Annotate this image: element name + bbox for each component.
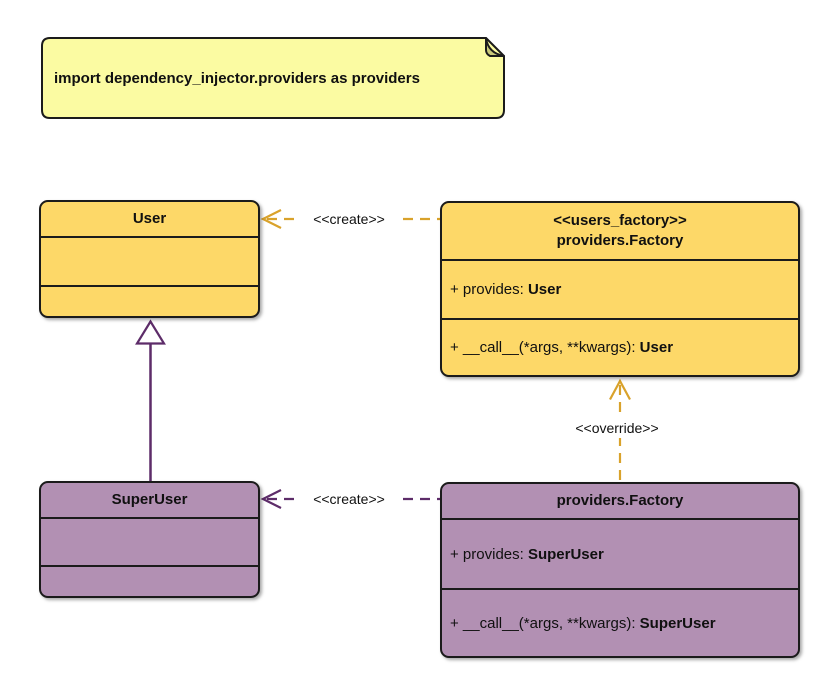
class-users-factory-call-member: + __call__(*args, **kwargs): User [442,320,798,375]
inheritance-triangle-icon [135,319,166,345]
class-users-factory: <<users_factory>> providers.Factory + pr… [440,201,800,377]
member-row: + __call__(*args, **kwargs): SuperUser [450,614,716,632]
create-user-arrowhead-icon [260,209,282,229]
class-users-factory-provides-member: + provides: User [442,261,798,320]
class-superuser-factory-title-compartment: providers.Factory [442,484,798,520]
class-superuser-attributes-compartment [41,519,258,567]
class-superuser-title-compartment: SuperUser [41,483,258,519]
class-superuser-methods-compartment [41,567,258,596]
class-user-title-compartment: User [41,202,258,238]
class-users-factory-title-compartment: <<users_factory>> providers.Factory [442,203,798,261]
override-arrowhead-icon [609,378,631,401]
class-users-factory-stereotype: <<users_factory>> [553,212,687,229]
import-note: import dependency_injector.providers as … [42,38,504,118]
class-user-methods-compartment [41,287,258,316]
class-superuser-factory-call-member: + __call__(*args, **kwargs): SuperUser [442,590,798,656]
member-row: + provides: User [450,281,562,298]
override-edge-label: <<override>> [562,418,672,438]
note-shape [41,37,505,119]
note-fold-icon [485,37,505,57]
member-row: + __call__(*args, **kwargs): User [450,339,674,356]
create-user-edge-label: <<create>> [301,209,397,229]
create-superuser-arrowhead-icon [260,489,282,509]
class-superuser-title: SuperUser [111,491,188,508]
class-user-title: User [132,210,167,227]
class-user: User [39,200,260,318]
class-superuser: SuperUser [39,481,260,598]
member-row: + provides: SuperUser [450,545,604,563]
import-note-text: import dependency_injector.providers as … [54,69,420,87]
class-superuser-factory-title: providers.Factory [556,492,684,509]
class-superuser-factory: providers.Factory + provides: SuperUser … [440,482,800,658]
class-superuser-factory-provides-member: + provides: SuperUser [442,520,798,590]
create-superuser-edge-label: <<create>> [301,489,397,509]
class-user-attributes-compartment [41,238,258,287]
class-users-factory-title: providers.Factory [556,232,684,249]
